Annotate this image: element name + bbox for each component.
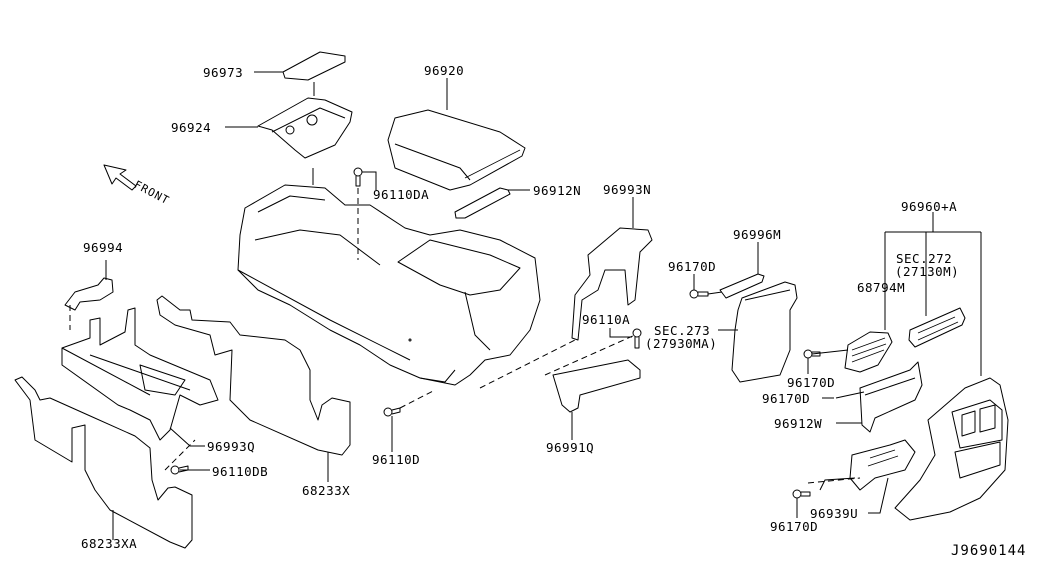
part-96912W-bracket: [822, 361, 923, 433]
label-sec272-sub: (27130M): [895, 264, 960, 279]
part-96110DB-screw: [170, 465, 210, 475]
part-68233XA-insulator: [14, 376, 193, 549]
front-arrow-icon: [103, 164, 137, 191]
part-96993Q-frame: [61, 307, 219, 447]
label-96170D-d: 96170D: [770, 519, 819, 534]
label-96110D: 96110D: [372, 452, 421, 467]
label-96170D-a: 96170D: [668, 259, 717, 274]
label-sec273: SEC.273: [654, 323, 711, 338]
label-96994: 96994: [83, 240, 124, 255]
label-sec272: SEC.272: [896, 251, 953, 266]
label-sec273-sub: (27930MA): [645, 336, 718, 351]
part-96912N-strip: [454, 187, 530, 219]
part-sec272-switch: [908, 307, 966, 348]
label-96939U: 96939U: [810, 506, 859, 521]
part-96973-lid-pad: [254, 51, 346, 96]
part-96996M-bar: [719, 242, 765, 299]
label-96170D-b: 96170D: [787, 375, 836, 390]
label-96110DA: 96110DA: [373, 187, 430, 202]
label-96960A: 96960+A: [901, 199, 958, 214]
part-68794M-vent: [844, 331, 893, 373]
part-sec273-duct: [718, 281, 798, 383]
part-68233X-insulator: [156, 295, 351, 482]
label-96991Q: 96991Q: [546, 440, 595, 455]
label-96920: 96920: [424, 63, 465, 78]
label-96912N: 96912N: [533, 183, 582, 198]
label-96170D-c: 96170D: [762, 391, 811, 406]
part-96110A-screw: [609, 328, 642, 349]
part-96110DA-screw: [353, 167, 377, 260]
part-96924-tray: [225, 97, 353, 185]
part-96170D-screw-b: [803, 349, 849, 374]
label-96993N: 96993N: [603, 182, 652, 197]
part-96170D-screw-a: [689, 274, 723, 299]
part-96939U-bracket: [849, 439, 916, 514]
label-96924: 96924: [171, 120, 212, 135]
part-96960A-rear-panel: [894, 377, 1009, 521]
label-96993Q: 96993Q: [207, 439, 256, 454]
part-96110D-screw: [383, 407, 401, 452]
part-96920-armrest-lid: [387, 78, 526, 191]
label-96110DB: 96110DB: [212, 464, 269, 479]
label-96912W: 96912W: [774, 416, 823, 431]
label-68233X: 68233X: [302, 483, 351, 498]
part-96994-bracket: [64, 260, 114, 311]
part-96170D-screw-d: [792, 477, 856, 518]
label-96996M: 96996M: [733, 227, 782, 242]
part-console-body: [237, 184, 541, 386]
label-68794M: 68794M: [857, 280, 906, 295]
part-96960A-callout: [884, 212, 982, 376]
diagram-reference-code: J9690144: [951, 543, 1027, 559]
label-96110A: 96110A: [582, 312, 631, 327]
part-96991Q-bracket: [552, 359, 641, 440]
label-68233XA: 68233XA: [81, 536, 138, 551]
part-96993N-bracket: [571, 197, 653, 341]
label-96973: 96973: [203, 65, 244, 80]
